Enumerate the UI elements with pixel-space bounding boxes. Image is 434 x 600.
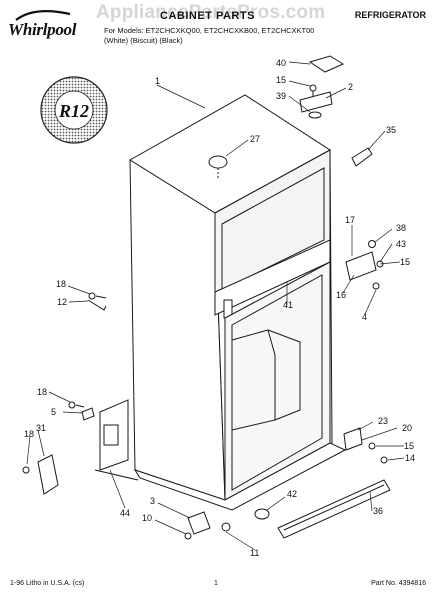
callout-23: 23 (378, 416, 388, 426)
plug-button (208, 155, 228, 169)
footer-part-number: Part No. 4394816 (371, 580, 426, 587)
callout-38: 38 (396, 223, 406, 233)
sheet-title: CABINET PARTS (160, 10, 255, 22)
callout-18-lower: 18 (24, 429, 34, 439)
callout-12: 12 (57, 297, 67, 307)
callout-1: 1 (155, 76, 160, 86)
footer-litho: 1-96 Litho in U.S.A. (cs) (10, 580, 85, 587)
callout-2: 2 (348, 82, 353, 92)
callout-17: 17 (345, 215, 355, 225)
callout-18-middle: 18 (37, 387, 47, 397)
screw-icon (184, 532, 192, 540)
sheet-category: REFRIGERATOR (354, 10, 426, 20)
top-hinge-cover (308, 55, 345, 73)
callout-11: 11 (250, 548, 259, 558)
callout-42: 42 (287, 489, 297, 499)
screw-icon (380, 456, 388, 464)
top-hinge (299, 91, 333, 113)
screw-icon (372, 282, 380, 290)
center-hinge (345, 251, 377, 281)
screw-icon (368, 442, 376, 450)
brand-logo: Whirlpool (8, 20, 77, 39)
callout-41: 41 (283, 300, 293, 310)
callout-31: 31 (36, 423, 46, 433)
door-stop (37, 454, 59, 495)
callout-10: 10 (142, 513, 152, 523)
callout-40: 40 (276, 58, 286, 68)
screw-icon (22, 466, 30, 474)
callout-16: 16 (336, 290, 346, 300)
screw-icon (68, 401, 76, 409)
footer-page-number: 1 (214, 580, 218, 587)
washer-icon (368, 240, 376, 248)
whirlpool-swoosh-icon (15, 9, 71, 21)
callout-20: 20 (402, 423, 412, 433)
badge-label: R12 (58, 101, 89, 121)
hinge-pin-cover (351, 147, 373, 167)
model-colors: (White) (Biscuit) (Black) (104, 36, 183, 45)
hinge-spacer (308, 111, 322, 119)
callout-4: 4 (362, 312, 367, 322)
callout-39: 39 (276, 91, 286, 101)
callout-35: 35 (386, 125, 396, 135)
grille-bracket (343, 427, 363, 451)
roller (254, 508, 270, 520)
callout-18-upper: 18 (56, 279, 66, 289)
watermark: AppliancePartsPros.com (96, 2, 326, 23)
callout-36: 36 (373, 506, 383, 516)
leveling-leg (221, 522, 231, 532)
model-numbers: For Models: ET2CHCXKQ00, ET2CHCXKB00, ET… (104, 26, 315, 35)
callout-43: 43 (396, 239, 406, 249)
cabinet-left-side (129, 159, 226, 501)
callout-3: 3 (150, 496, 155, 506)
callout-15-hinge: 15 (400, 257, 410, 267)
callout-15-top: 15 (276, 75, 286, 85)
screw-icon (309, 84, 317, 92)
r12-badge-icon: R12 (40, 76, 108, 144)
sheet-header: Whirlpool AppliancePartsPros.com CABINET… (0, 0, 434, 60)
callout-14: 14 (405, 453, 415, 463)
callout-5: 5 (51, 407, 56, 417)
roller-bracket (187, 511, 211, 535)
callout-44: 44 (120, 508, 130, 518)
callout-27: 27 (250, 134, 260, 144)
screw-icon (88, 292, 96, 300)
callout-15-lower: 15 (404, 441, 414, 451)
